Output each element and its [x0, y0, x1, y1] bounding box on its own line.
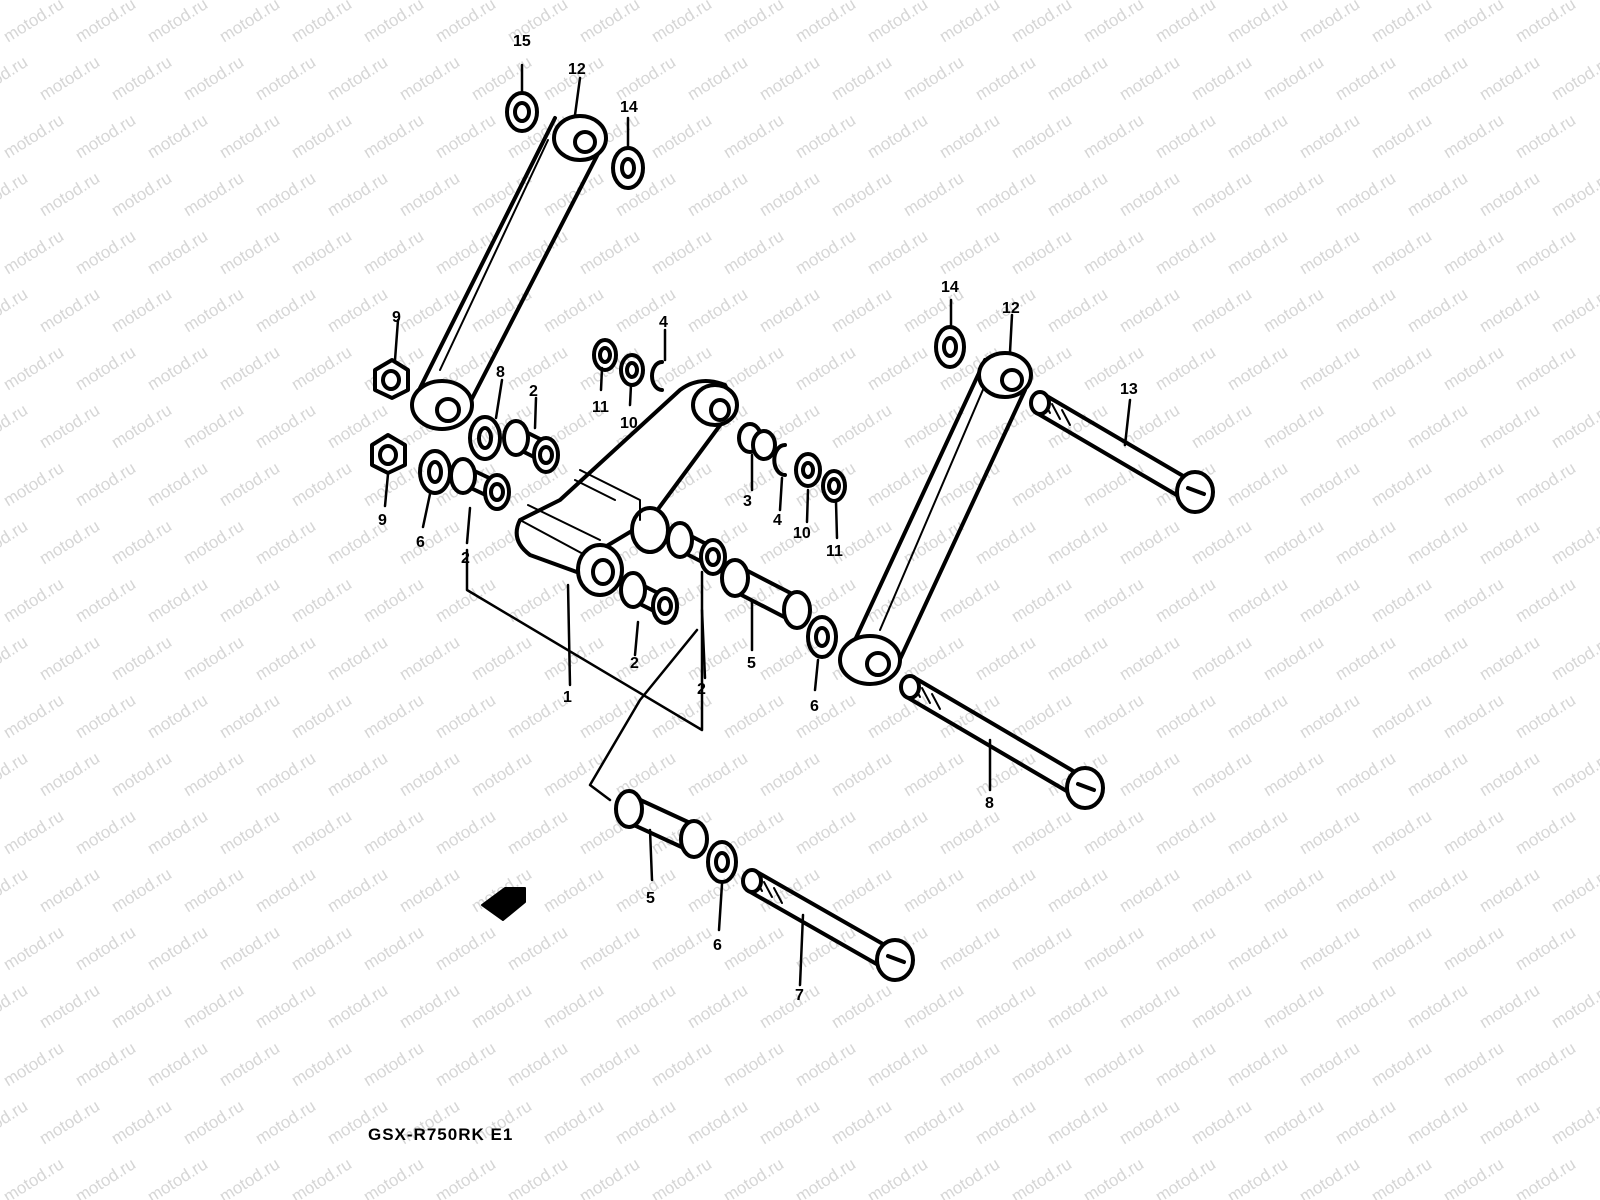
washer-10-upper-icon — [619, 353, 645, 387]
nut-9-upper-icon — [373, 358, 410, 400]
callout-13: 13 — [1120, 381, 1138, 398]
washer-6-lower-icon — [706, 840, 738, 884]
callout-labels: 15 12 14 9 8 2 4 11 10 9 6 2 3 4 10 11 2… — [378, 33, 1138, 1004]
callout-14-right: 14 — [941, 279, 959, 296]
callout-9-upper: 9 — [392, 309, 401, 326]
circlip-4-upper-icon — [650, 360, 664, 392]
callout-10-upper: 10 — [620, 415, 638, 432]
washer-6-right-icon — [806, 615, 838, 659]
callout-2-d: 2 — [697, 681, 706, 698]
callout-7: 7 — [795, 987, 804, 1004]
bushing-2-upper-icon — [502, 419, 560, 474]
callout-6-lower: 6 — [713, 937, 722, 954]
callout-11-lower: 11 — [826, 543, 843, 560]
callout-6-right: 6 — [810, 698, 819, 715]
callout-4-upper: 4 — [659, 314, 668, 331]
front-direction-arrow-icon — [481, 887, 526, 921]
spacer-5-lower-icon — [614, 789, 709, 859]
callout-5-lower: 5 — [646, 890, 655, 907]
callout-9-lower: 9 — [378, 512, 387, 529]
tie-rod-right — [838, 351, 1033, 686]
callout-11-upper: 11 — [592, 399, 609, 416]
callout-15: 15 — [513, 33, 531, 50]
bolt-7-icon — [741, 868, 915, 982]
callout-8-bolt: 8 — [985, 795, 994, 812]
callout-5-upper: 5 — [747, 655, 756, 672]
callout-12-right: 12 — [1002, 300, 1020, 317]
cushion-lever-1 — [514, 379, 739, 597]
callout-4-lower: 4 — [773, 512, 782, 529]
leader-lines — [383, 63, 1132, 987]
nut-11-lower-icon — [821, 469, 847, 503]
callout-10-lower: 10 — [793, 525, 811, 542]
callout-1: 1 — [563, 689, 572, 706]
bushing-2-right-icon — [666, 521, 727, 576]
callout-2-a: 2 — [529, 383, 538, 400]
bolt-13-icon — [1029, 390, 1215, 514]
tie-rod-upper-left — [410, 114, 608, 431]
callout-8-washer: 8 — [496, 364, 505, 381]
nut-9-lower-icon — [370, 433, 407, 475]
callout-14-upper: 14 — [620, 99, 638, 116]
washer-6-left-icon — [418, 449, 452, 495]
callout-2-c: 2 — [630, 655, 639, 672]
spacer-5-upper-icon — [720, 558, 812, 630]
circlip-4-lower-icon — [772, 443, 787, 477]
bushing-2-lower-icon — [449, 457, 511, 511]
callout-3: 3 — [743, 493, 752, 510]
callout-2-b: 2 — [461, 550, 470, 567]
model-label: GSX-R750RK E1 — [368, 1125, 513, 1144]
washer-14-icon — [611, 146, 645, 190]
bushing-2-bottom-icon — [619, 571, 679, 625]
nut-15-icon — [505, 91, 539, 133]
callout-12-upper: 12 — [568, 61, 586, 78]
washer-14-right-icon — [934, 325, 966, 369]
washer-8-icon — [468, 415, 502, 461]
washer-10-lower-icon — [794, 452, 822, 488]
bushing-3-icon — [737, 422, 777, 461]
bolt-8-icon — [899, 674, 1105, 810]
nut-11-upper-icon — [592, 338, 618, 372]
callout-6-left: 6 — [416, 534, 425, 551]
